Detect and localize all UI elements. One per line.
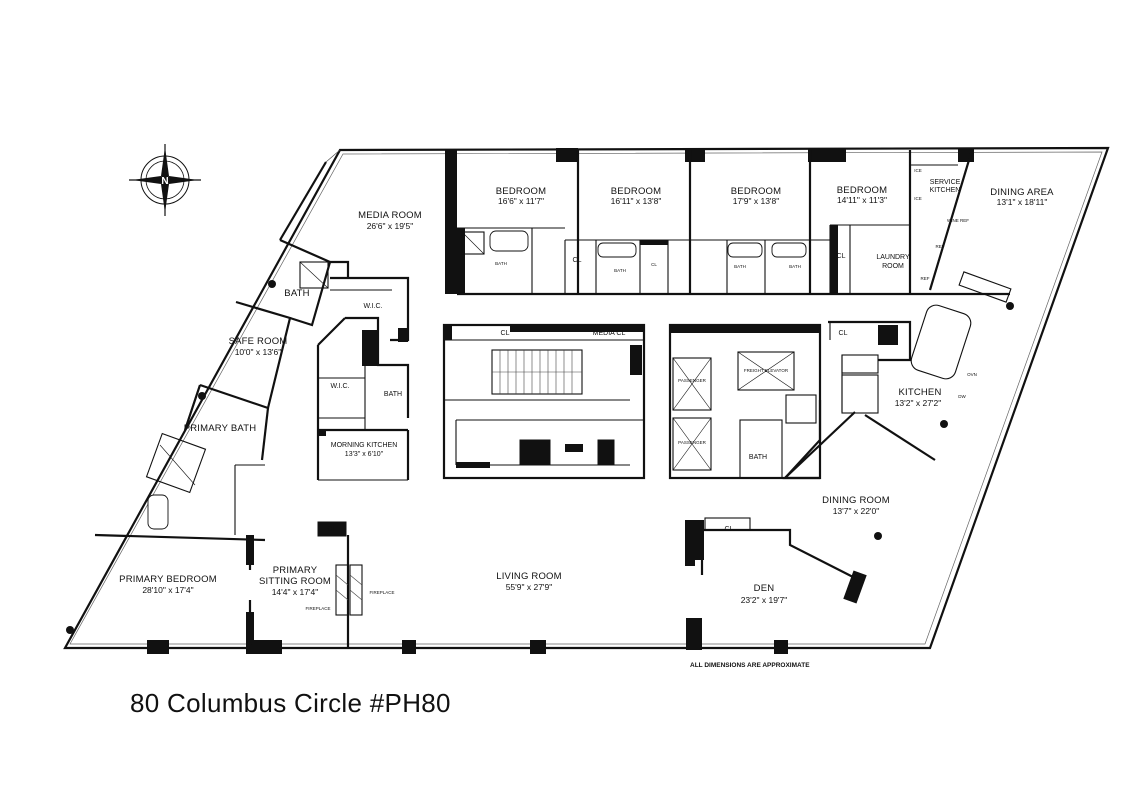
ice-label: ICE	[914, 168, 922, 173]
bath-core-name: BATH	[749, 454, 767, 461]
bedroom-1-dim: 16'6" x 11'7"	[498, 196, 544, 206]
dining-area-name: DINING AREA	[990, 187, 1054, 198]
stair	[491, 349, 583, 395]
service-kitchen-line2: KITCHEN	[930, 187, 961, 194]
safe-room-name: SAFE ROOM	[229, 336, 288, 347]
bath-label: BATH	[614, 268, 626, 273]
left-wing-walls	[94, 238, 410, 645]
morning-kitchen-name: MORNING KITCHEN	[331, 442, 398, 449]
central-left-walls	[316, 316, 410, 648]
cl-label: CL	[573, 257, 582, 264]
bedroom-2-name: BEDROOM	[611, 186, 662, 197]
kitchen-dim: 13'2" x 27'2"	[895, 398, 942, 408]
primary-sitting-line1: PRIMARY	[273, 565, 318, 576]
primary-sitting-dim: 14'4" x 17'4"	[272, 587, 319, 597]
bath-label: BATH	[734, 264, 746, 269]
laundry-line1: LAUNDRY	[876, 254, 910, 261]
compass-rose-icon: N	[129, 144, 201, 216]
safe-room-dim: 10'0" x 13'6"	[235, 347, 282, 357]
bedroom-1-name: BEDROOM	[496, 186, 547, 197]
media-room-dim: 26'6" x 19'5"	[367, 221, 414, 231]
bath-upper-name: BATH	[284, 288, 309, 299]
primary-sitting-line2: SITTING ROOM	[259, 576, 331, 587]
dining-area-dim: 13'1" x 18'11"	[997, 197, 1048, 207]
wic-mid-name: W.I.C.	[330, 383, 349, 390]
living-room-dim: 55'9" x 27'9"	[506, 582, 553, 592]
svg-text:N: N	[161, 176, 168, 187]
dining-room-dim: 13'7" x 22'0"	[833, 506, 880, 516]
ref-label: REF	[921, 276, 930, 281]
cl-label: CL	[725, 526, 734, 533]
passenger-label: PASSENGER	[678, 440, 706, 445]
cl-label: CL	[837, 253, 846, 260]
ovn-label: OVN	[967, 372, 977, 377]
wic-upper-name: W.I.C.	[363, 303, 382, 310]
cl-label: CL	[501, 330, 510, 337]
cl-label: CL	[328, 526, 337, 533]
ref-label: REF	[936, 244, 945, 249]
bedroom-3-dim: 17'9" x 13'8"	[733, 196, 780, 206]
media-cl-label: MEDIA CL	[593, 330, 626, 337]
service-kitchen-line1: SERVICE	[930, 179, 961, 186]
bedroom-wing-walls	[457, 149, 1010, 296]
dining-room-name: DINING ROOM	[822, 495, 890, 506]
fixtures	[145, 230, 807, 616]
morning-kitchen-dim: 13'3" x 6'10"	[345, 451, 384, 458]
exterior-walls	[63, 146, 1110, 650]
ice-label: ICE	[914, 196, 922, 201]
primary-bedroom-name: PRIMARY BEDROOM	[119, 574, 217, 585]
fireplace-label: FIREPLACE	[369, 590, 394, 595]
fireplace-label: FIREPLACE	[305, 606, 330, 611]
den-dim: 23'2" x 19'7"	[741, 595, 788, 605]
primary-bedroom-dim: 28'10" x 17'4"	[142, 585, 193, 595]
freight-elevator-label: FREIGHT ELEVATOR	[744, 368, 789, 373]
east-wing-walls	[686, 271, 1012, 579]
bath-label: BATH	[789, 264, 801, 269]
den-name: DEN	[754, 583, 775, 594]
dw-label: DW	[958, 394, 966, 399]
light-markers	[66, 280, 1014, 634]
wine-ref-label: WINE REF	[947, 218, 969, 223]
living-room-name: LIVING ROOM	[496, 571, 562, 582]
listing-address: 80 Columbus Circle #PH80	[130, 688, 451, 718]
kitchen-name: KITCHEN	[898, 387, 941, 398]
media-room-name: MEDIA ROOM	[358, 210, 422, 221]
primary-bath-name: PRIMARY BATH	[184, 423, 257, 434]
cl-label: CL	[839, 330, 848, 337]
cl-label: CL	[651, 262, 657, 267]
passenger-label: PASSENGER	[678, 378, 706, 383]
room-labels: MEDIA ROOM 26'6" x 19'5" BEDROOM 16'6" x…	[119, 179, 1054, 605]
bedroom-3-name: BEDROOM	[731, 186, 782, 197]
laundry-line2: ROOM	[882, 263, 904, 270]
bedroom-4-name: BEDROOM	[837, 185, 888, 196]
dimensions-note: ALL DIMENSIONS ARE APPROXIMATE	[690, 662, 810, 669]
bath-mid-name: BATH	[384, 391, 402, 398]
bedroom-2-dim: 16'11" x 13'8"	[611, 196, 662, 206]
small-labels: BATH BATH BATH BATH CL CL CL CL MEDIA CL…	[305, 168, 976, 669]
bath-label: BATH	[495, 261, 507, 266]
bedroom-4-dim: 14'11" x 11'3"	[837, 195, 887, 205]
